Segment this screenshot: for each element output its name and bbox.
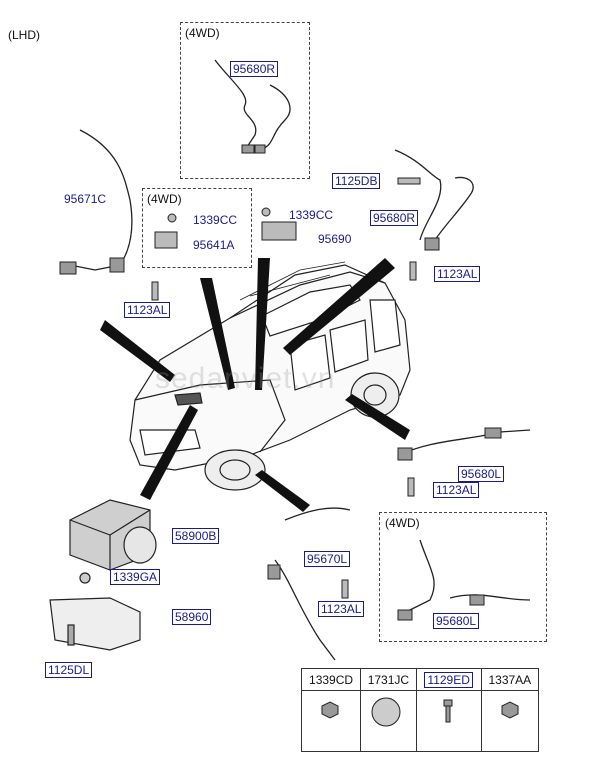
part-callout-1123AL-right[interactable]: 1123AL: [434, 266, 481, 282]
leader-wedges: [100, 258, 410, 512]
sensor-heads: [59, 144, 502, 621]
region-label: (LHD): [8, 28, 40, 42]
part-callout-1125DL[interactable]: 1125DL: [45, 662, 93, 678]
legend-cell-nut: [300, 690, 362, 752]
part-label-95690[interactable]: 95690: [318, 232, 352, 246]
group-label-4wd-top: (4WD): [185, 26, 220, 40]
group-label-4wd-sensor: (4WD): [147, 192, 182, 206]
part-callout-1123AL-rear[interactable]: 1123AL: [433, 482, 480, 498]
fastener-legend-table: 1339CD 1731JC 1129ED 1337AA: [300, 668, 540, 752]
legend-header-1129ED[interactable]: 1129ED: [415, 668, 482, 691]
legend-cell-flange-nut: [480, 690, 540, 752]
part-label-95641A[interactable]: 95641A: [193, 238, 235, 252]
part-callout-1123AL-front[interactable]: 1123AL: [318, 601, 365, 617]
group-frame-4wd-sensor: [142, 188, 252, 268]
part-callout-58960[interactable]: 58960: [172, 609, 212, 625]
legend-cell-plug-cap: [360, 690, 417, 752]
group-frame-4wd-top: [180, 22, 310, 179]
legend-header-1731JC[interactable]: 1731JC: [360, 668, 417, 691]
part-label-1339CC-b[interactable]: 1339CC: [289, 208, 334, 222]
part-callout-95680R-right[interactable]: 95680R: [370, 210, 419, 226]
part-callout-1123AL-left[interactable]: 1123AL: [124, 302, 171, 318]
legend-cell-bolt: [415, 690, 482, 752]
part-callout-1339GA[interactable]: 1339GA: [110, 569, 161, 585]
legend-header-1129ED-text: 1129ED: [424, 671, 473, 688]
legend-header-1339CD[interactable]: 1339CD: [300, 668, 362, 691]
sensor-wires: [69, 59, 531, 661]
abs-unit-illustration: [49, 499, 157, 651]
part-callout-95680L-4wd[interactable]: 95680L: [433, 613, 480, 629]
group-frame-4wd-rear: [379, 512, 547, 642]
part-callout-95670L[interactable]: 95670L: [304, 551, 351, 567]
part-label-95671C[interactable]: 95671C: [64, 192, 107, 206]
legend-header-1337AA[interactable]: 1337AA: [480, 668, 540, 691]
vehicle-illustration: [129, 261, 411, 491]
watermark: sedanviet.vn: [155, 362, 336, 395]
part-label-1339CC-a[interactable]: 1339CC: [193, 213, 238, 227]
part-callout-95680L-rear[interactable]: 95680L: [458, 466, 505, 482]
group-label-4wd-rear: (4WD): [385, 516, 420, 530]
part-callout-1125DB[interactable]: 1125DB: [332, 173, 381, 189]
part-callout-95680R-top[interactable]: 95680R: [230, 61, 279, 77]
small-components: [151, 177, 421, 599]
part-callout-58900B[interactable]: 58900B: [172, 528, 220, 544]
